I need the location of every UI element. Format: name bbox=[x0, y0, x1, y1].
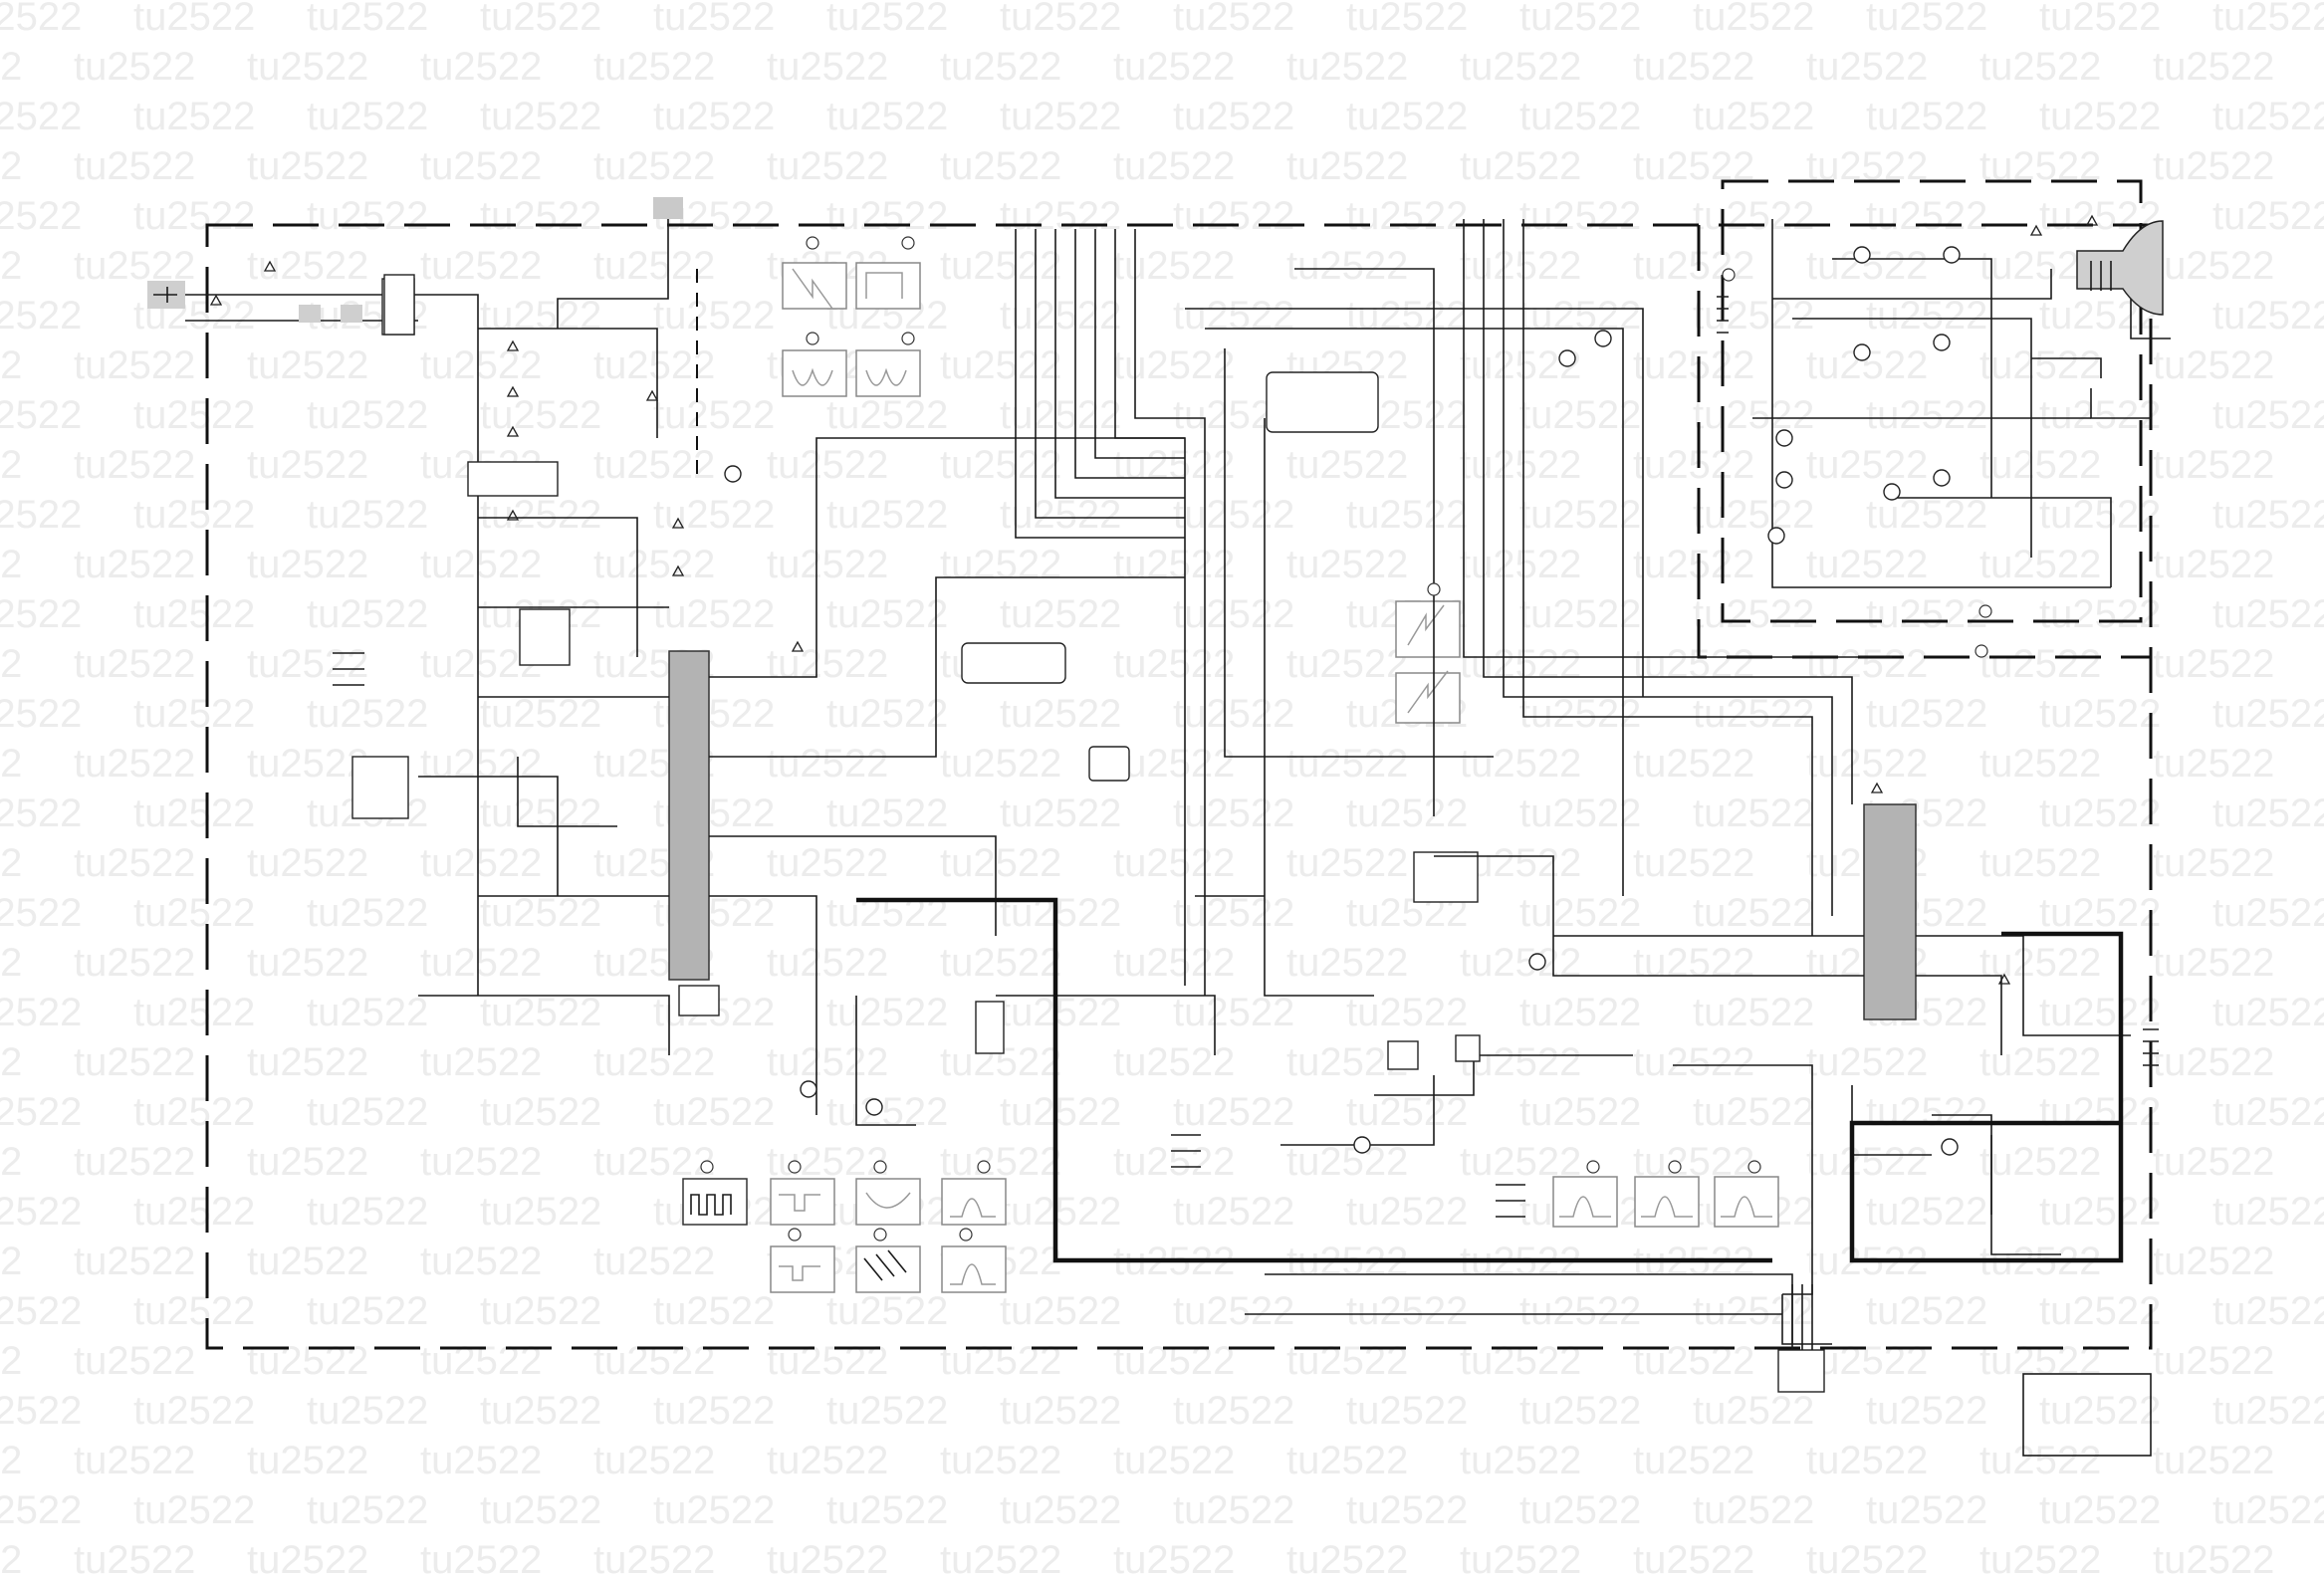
main-board-outline bbox=[205, 223, 2153, 1350]
waveform-group-bottom-left bbox=[682, 1178, 1007, 1293]
main-ic bbox=[668, 650, 710, 981]
bottom-connector bbox=[1777, 1284, 1825, 1393]
test-points bbox=[700, 236, 1992, 1241]
waveform-group-top bbox=[782, 262, 921, 397]
crt-tube-icon bbox=[2076, 220, 2164, 316]
crt-board-outline bbox=[1721, 179, 2143, 623]
warning-triangle-icon bbox=[209, 214, 2099, 985]
top-connector bbox=[557, 197, 698, 478]
waveform-group-bottom-right bbox=[1552, 1176, 1779, 1228]
jungle-ic bbox=[1863, 803, 1917, 1020]
thick-wires bbox=[856, 897, 2124, 1263]
ic-deflection bbox=[1266, 371, 1379, 433]
transistor-icon bbox=[724, 246, 1961, 1156]
power-input bbox=[147, 278, 479, 996]
ic-upper-center bbox=[961, 642, 1066, 684]
waveform-group-mid bbox=[1395, 600, 1461, 724]
transformers bbox=[351, 274, 1481, 1070]
power-plug-icon bbox=[153, 287, 177, 303]
wiring-traces bbox=[418, 219, 2171, 1345]
ic-mid-center bbox=[1088, 746, 1130, 782]
ic-vertical bbox=[1413, 851, 1479, 903]
right-section-dashed bbox=[1697, 225, 2151, 659]
legend-box bbox=[2022, 1373, 2152, 1457]
